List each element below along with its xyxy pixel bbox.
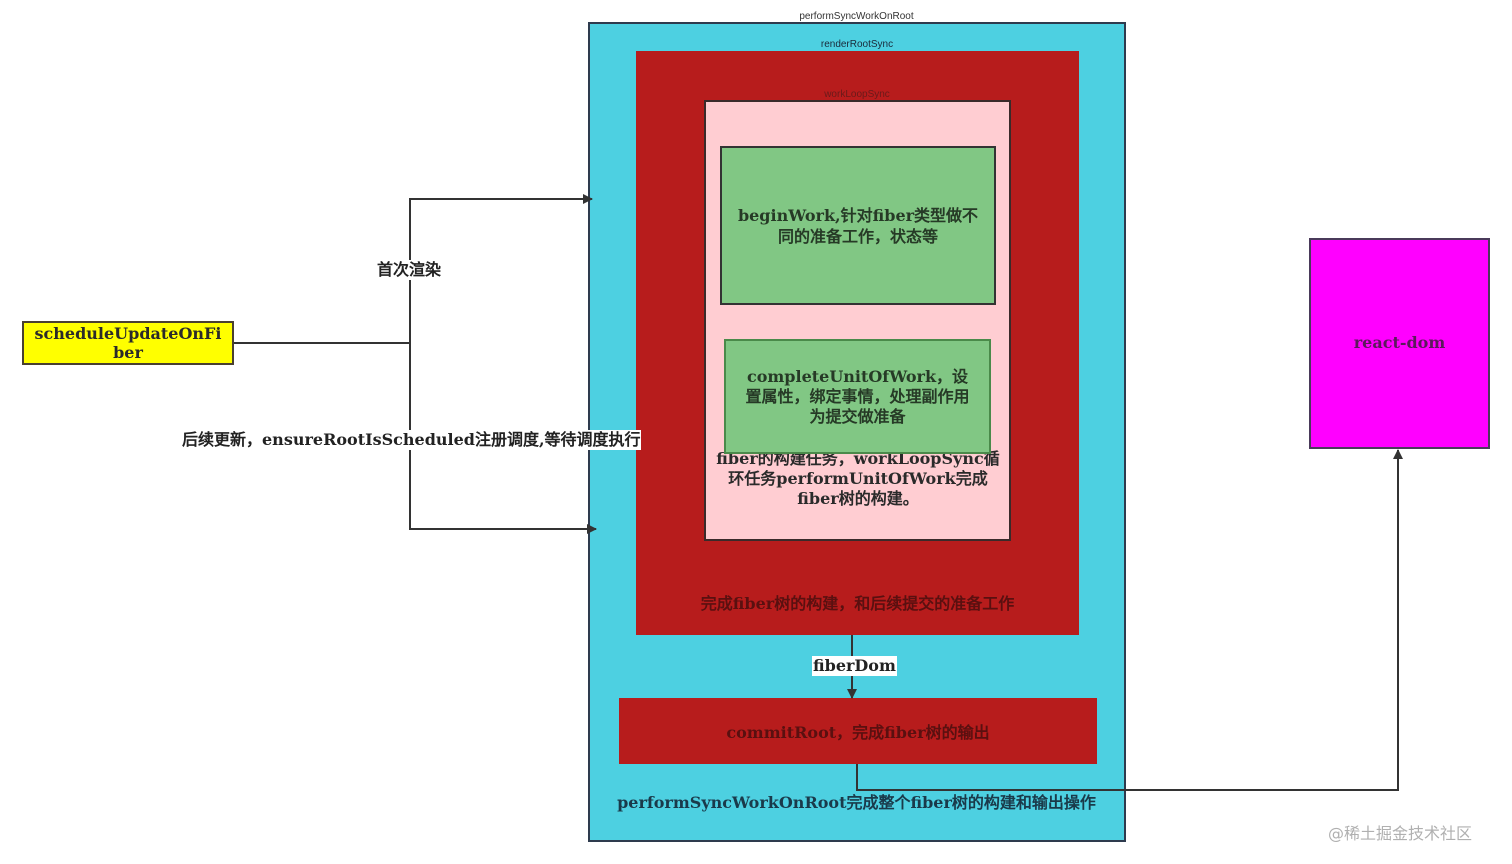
commit-root-label: commitRoot，完成fiber树的输出 (726, 723, 990, 742)
react-dom-box[interactable]: react-dom (1309, 238, 1490, 449)
perform-sync-title: performSyncWorkOnRoot (799, 11, 914, 22)
perform-sync-description: performSyncWorkOnRoot完成整个fiber树的构建和输出操作 (617, 793, 1096, 812)
schedule-update-on-fiber-label: scheduleUpdateOnFiber (34, 324, 222, 362)
begin-work-box[interactable]: beginWork,针对fiber类型做不同的准备工作，状态等 (720, 146, 996, 305)
complete-unit-of-work-label: completeUnitOfWork，设置属性，绑定事情，处理副作用为提交做准备 (745, 366, 970, 426)
work-loop-sync-description: fiber的构建任务，workLoopSync循环任务performUnitOf… (716, 449, 1000, 508)
schedule-update-on-fiber-box[interactable]: scheduleUpdateOnFiber (22, 321, 234, 365)
commit-root-box[interactable]: commitRoot，完成fiber树的输出 (619, 698, 1097, 764)
watermark: @稀土掘金技术社区 (1328, 824, 1473, 843)
edge-label-later-update: 后续更新，ensureRootIsScheduled注册调度,等待调度执行 (182, 430, 641, 450)
complete-unit-of-work-box[interactable]: completeUnitOfWork，设置属性，绑定事情，处理副作用为提交做准备 (724, 339, 991, 454)
react-dom-label: react-dom (1353, 333, 1446, 352)
render-root-sync-title: renderRootSync (820, 39, 894, 50)
work-loop-sync-title: workLoopSync (824, 89, 890, 100)
edge-label-fiber-dom: fiberDom (812, 656, 897, 676)
render-root-sync-description: 完成fiber树的构建，和后续提交的准备工作 (700, 594, 1015, 613)
begin-work-label: beginWork,针对fiber类型做不同的准备工作，状态等 (737, 205, 979, 246)
edge-label-first-render: 首次渲染 (377, 260, 442, 280)
